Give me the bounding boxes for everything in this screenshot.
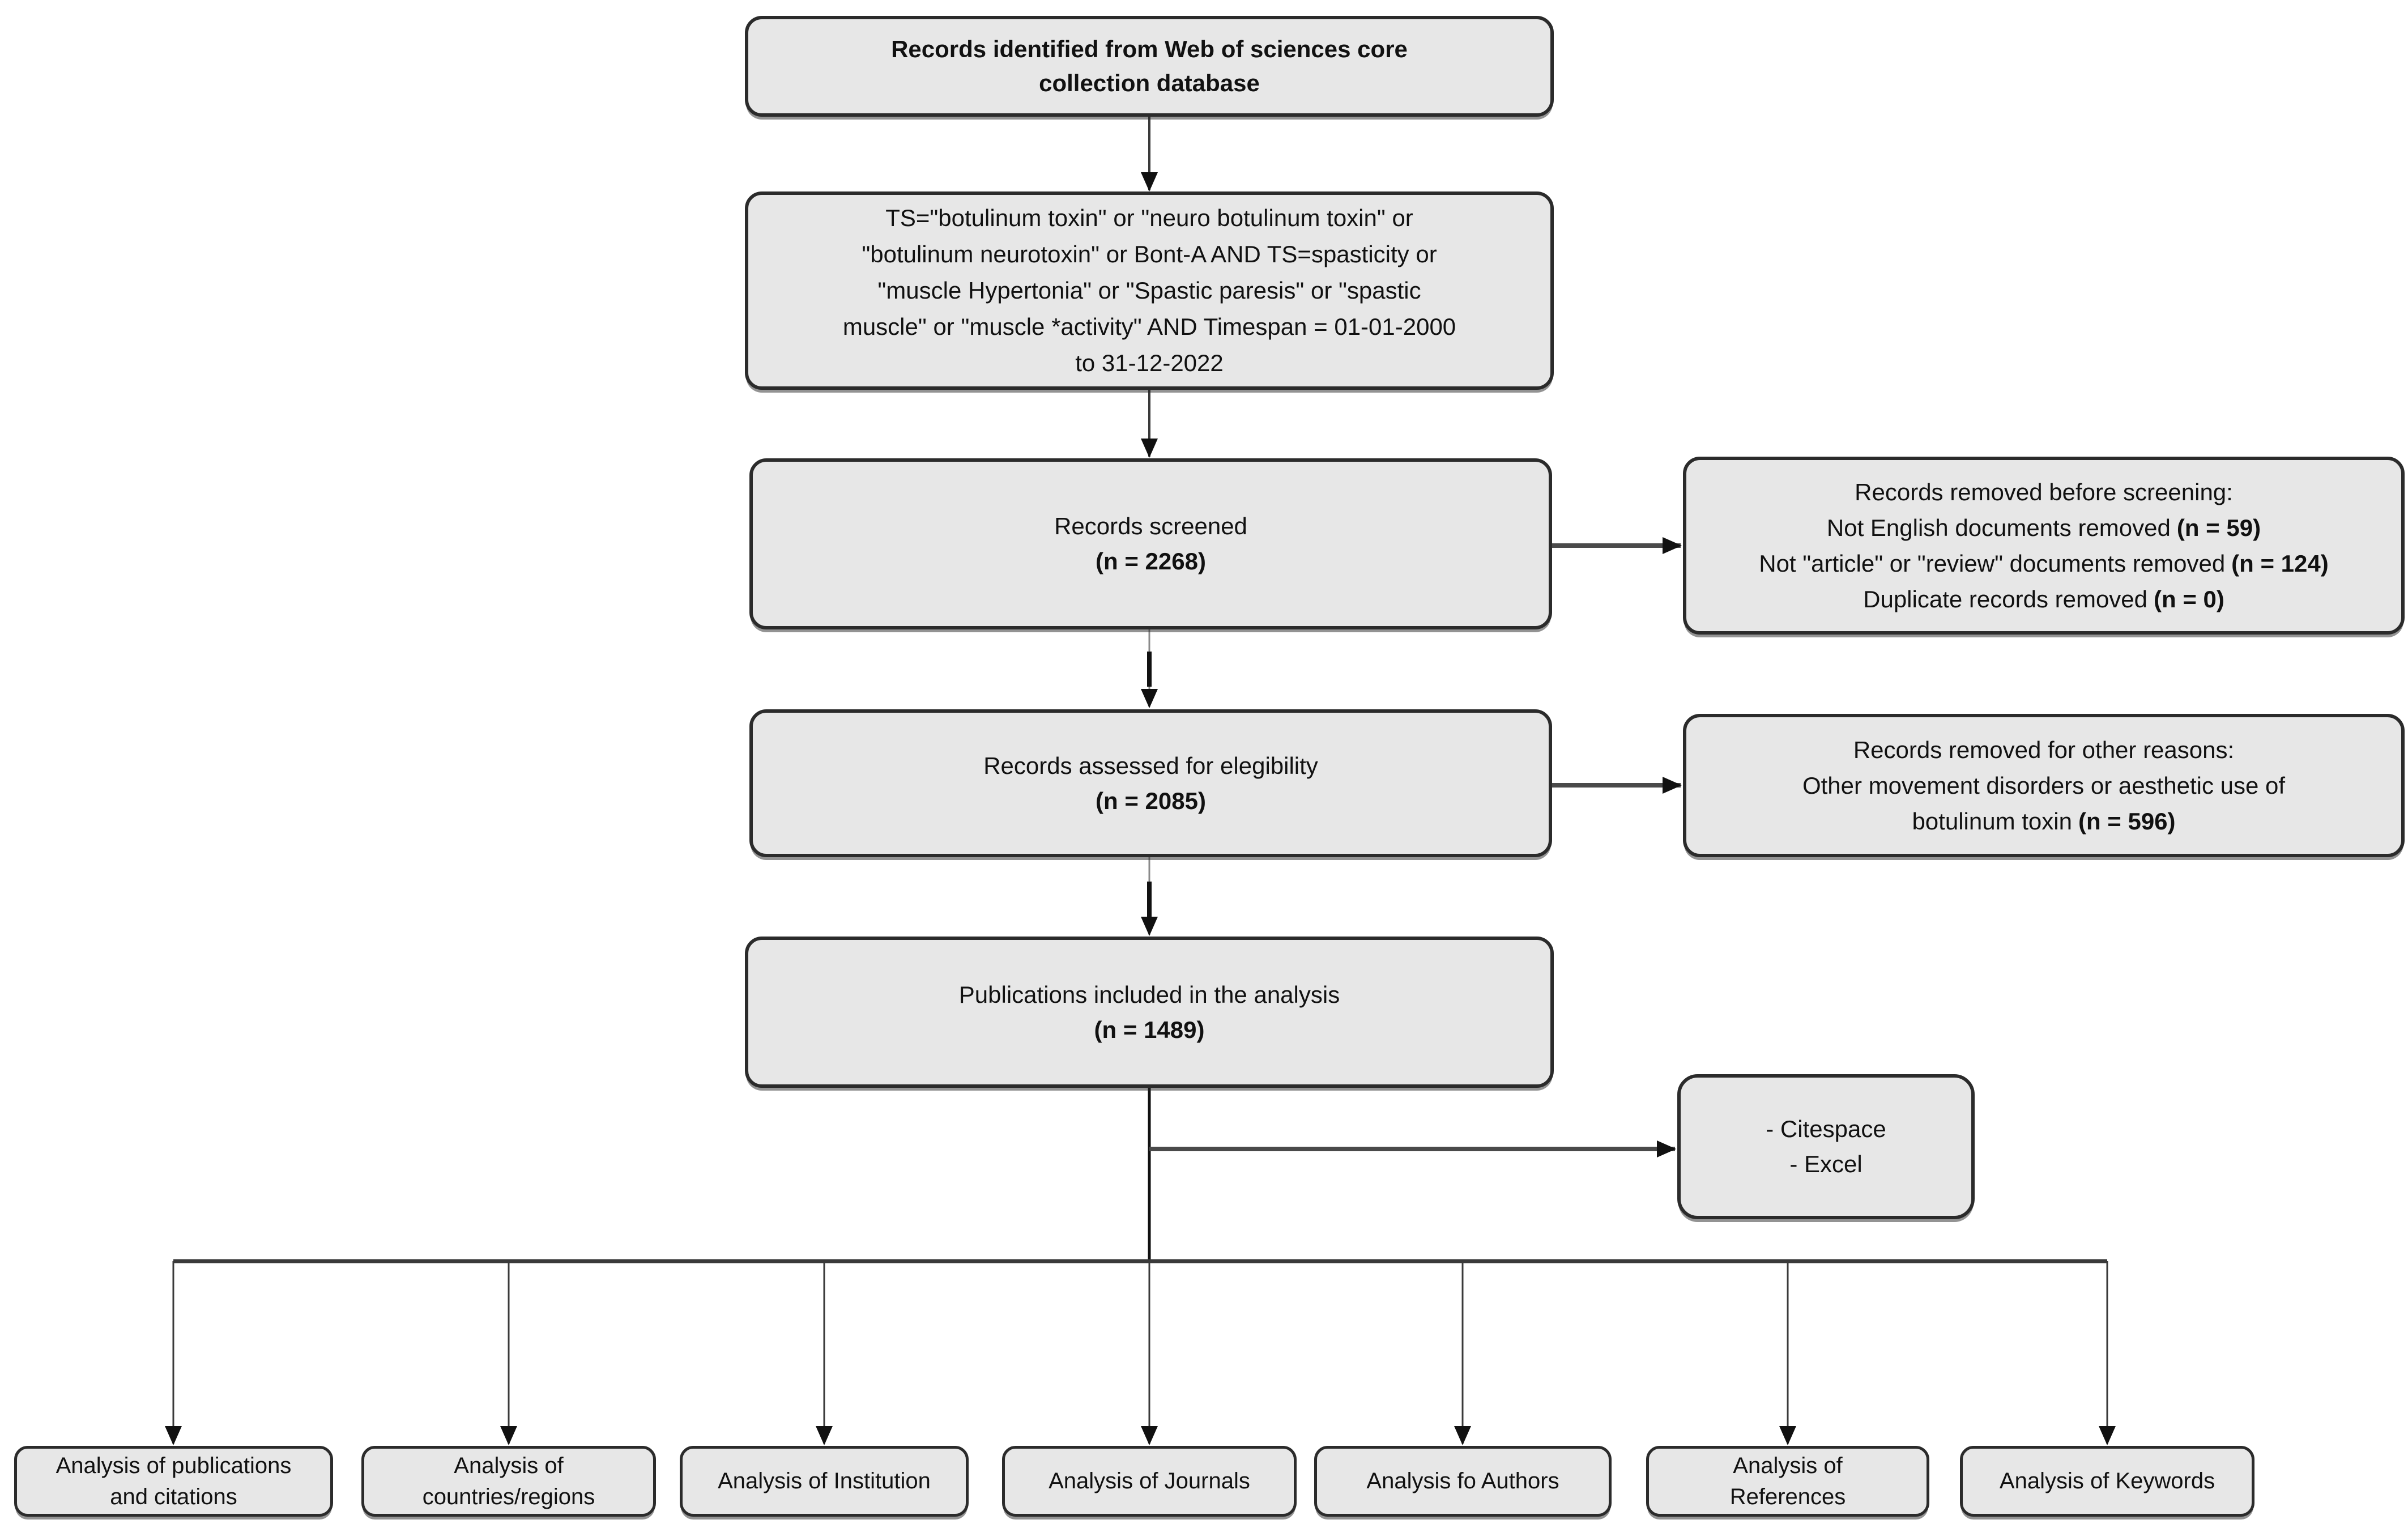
node-records-screened: Records screened (n = 2268) bbox=[749, 458, 1552, 629]
node-text: Records assessed for elegibility bbox=[983, 752, 1318, 779]
node-text: countries/regions bbox=[422, 1484, 595, 1509]
node-text: botulinum toxin(n = 596) bbox=[1912, 808, 2176, 835]
node-removed-before-screening: Records removed before screening: Not En… bbox=[1683, 457, 2405, 635]
node-removed-other-reasons: Records removed for other reasons: Other… bbox=[1683, 714, 2405, 857]
node-records-assessed: Records assessed for elegibility (n = 20… bbox=[749, 709, 1552, 857]
node-analysis-publications-citations: Analysis of publications and citations bbox=[14, 1446, 333, 1517]
node-text: Records removed before screening: bbox=[1855, 479, 2233, 505]
node-text: Analysis of publications bbox=[56, 1453, 292, 1478]
node-text: collection database bbox=[1039, 70, 1260, 96]
node-text: "muscle Hypertonia" or "Spastic paresis"… bbox=[877, 277, 1421, 304]
node-text: Analysis of Institution bbox=[718, 1469, 931, 1493]
node-count: (n = 59) bbox=[2176, 514, 2261, 541]
node-search-query: TS="botulinum toxin" or "neuro botulinum… bbox=[745, 191, 1554, 390]
node-text: Not English documents removed(n = 59) bbox=[1826, 514, 2261, 541]
node-records-identified: Records identified from Web of sciences … bbox=[745, 16, 1554, 117]
node-text: Analysis of Journals bbox=[1049, 1469, 1250, 1493]
node-text: References bbox=[1729, 1484, 1846, 1509]
node-text: Analysis fo Authors bbox=[1366, 1469, 1559, 1493]
node-text: "botulinum neurotoxin" or Bont-A AND TS=… bbox=[862, 241, 1437, 267]
node-publications-included: Publications included in the analysis (n… bbox=[745, 937, 1554, 1088]
node-count: (n = 2268) bbox=[1096, 548, 1206, 574]
node-text: Not "article" or "review" documents remo… bbox=[1759, 550, 2329, 577]
node-text: Records identified from Web of sciences … bbox=[891, 36, 1408, 62]
node-analysis-authors: Analysis fo Authors bbox=[1314, 1446, 1612, 1517]
node-text: Publications included in the analysis bbox=[958, 981, 1340, 1008]
node-analysis-journals: Analysis of Journals bbox=[1002, 1446, 1297, 1517]
node-text: and citations bbox=[110, 1484, 237, 1509]
node-text: - Citespace bbox=[1766, 1116, 1886, 1142]
node-text: Analysis of Keywords bbox=[1999, 1469, 2215, 1493]
node-count: (n = 1489) bbox=[1094, 1016, 1205, 1043]
node-text: to 31-12-2022 bbox=[1075, 350, 1224, 376]
node-analysis-keywords: Analysis of Keywords bbox=[1960, 1446, 2254, 1517]
node-text: TS="botulinum toxin" or "neuro botulinum… bbox=[885, 205, 1413, 231]
node-analysis-tools: - Citespace - Excel bbox=[1677, 1074, 1975, 1219]
node-text: - Excel bbox=[1789, 1151, 1863, 1177]
node-count: (n = 2085) bbox=[1096, 787, 1206, 814]
node-text: Other movement disorders or aesthetic us… bbox=[1802, 772, 2286, 799]
node-text: Analysis of bbox=[1733, 1453, 1843, 1478]
node-analysis-countries-regions: Analysis of countries/regions bbox=[361, 1446, 656, 1517]
node-analysis-institution: Analysis of Institution bbox=[680, 1446, 969, 1517]
node-count: (n = 596) bbox=[2078, 808, 2176, 835]
node-text: Records removed for other reasons: bbox=[1853, 737, 2235, 763]
node-analysis-references: Analysis of References bbox=[1646, 1446, 1929, 1517]
node-count: (n = 0) bbox=[2154, 586, 2224, 612]
node-text: Duplicate records removed(n = 0) bbox=[1863, 586, 2224, 612]
node-text: muscle" or "muscle *activity" AND Timesp… bbox=[842, 313, 1456, 340]
node-text: Records screened bbox=[1054, 513, 1247, 539]
node-text: Analysis of bbox=[454, 1453, 564, 1478]
node-count: (n = 124) bbox=[2231, 550, 2329, 577]
